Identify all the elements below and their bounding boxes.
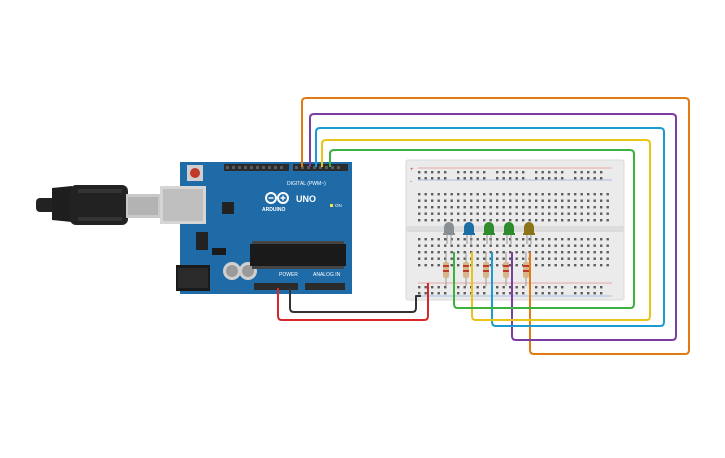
led-green-1[interactable] [483, 222, 495, 244]
led-gray[interactable] [443, 222, 455, 244]
analog-label: ANALOG IN [313, 272, 341, 278]
digital-label: DIGITAL (PWM~) [287, 181, 326, 187]
resistor[interactable] [503, 252, 509, 286]
wire-yellow[interactable] [321, 139, 651, 321]
led-blue[interactable] [463, 222, 475, 244]
led-group[interactable] [443, 222, 535, 244]
power-header[interactable] [254, 283, 298, 290]
resistor[interactable] [463, 252, 469, 286]
breadboard-holes[interactable] [418, 171, 609, 295]
brand-label: ARDUINO [262, 207, 285, 213]
wire-black[interactable] [289, 288, 421, 313]
rail-minus-top: - [410, 179, 412, 185]
resistor-group[interactable] [443, 252, 529, 286]
led-green-2[interactable] [503, 222, 515, 244]
on-led-label: ON [335, 203, 342, 208]
wire-cyan[interactable] [315, 127, 665, 327]
arduino-logo [265, 192, 289, 204]
resistor[interactable] [443, 252, 449, 286]
power-label: POWER [279, 272, 298, 278]
wire-green[interactable] [329, 149, 635, 309]
analog-header[interactable] [305, 283, 345, 290]
breadboard[interactable]: + - [405, 159, 625, 301]
wire-purple[interactable] [309, 113, 677, 341]
resistor[interactable] [483, 252, 489, 286]
arduino-board[interactable]: DIGITAL (PWM~) ON ARDUINO UNO POWER ANAL… [160, 162, 352, 294]
wire-orange[interactable] [301, 97, 690, 355]
wire-red[interactable] [277, 283, 429, 321]
wire-group[interactable] [277, 97, 690, 355]
microcontroller-chip [250, 244, 346, 266]
usb-cable[interactable] [36, 185, 160, 225]
reset-button[interactable] [190, 168, 200, 178]
resistor[interactable] [523, 252, 529, 286]
led-olive[interactable] [523, 222, 535, 244]
model-label: UNO [296, 194, 316, 204]
power-led [330, 204, 333, 207]
rail-plus-top: + [410, 167, 414, 173]
